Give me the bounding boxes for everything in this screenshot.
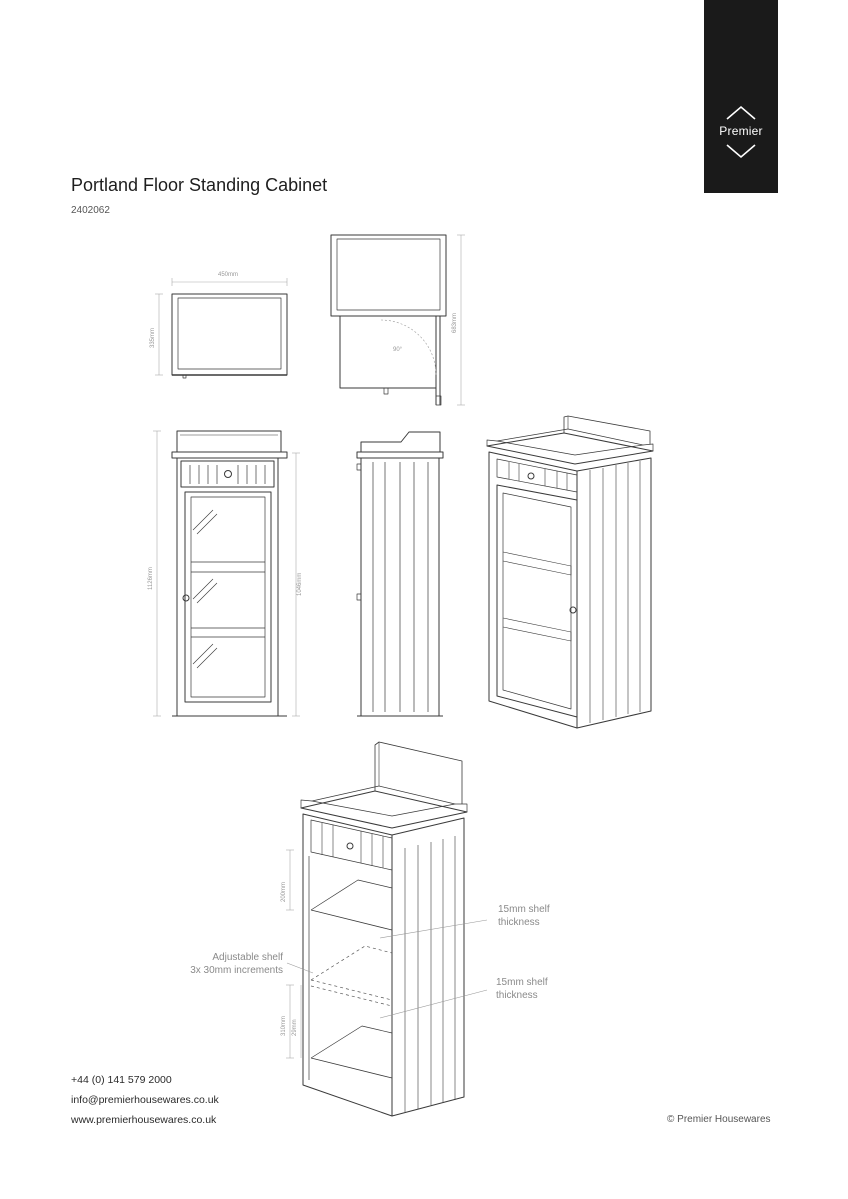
dim-shelf-gap: 310mm	[281, 1015, 287, 1036]
front-elevation	[153, 430, 300, 717]
note-adjustable-shelf: Adjustable shelf 3x 30mm increments	[190, 952, 283, 976]
copyright: © Premier Housewares	[667, 1114, 771, 1125]
dim-top-gap: 200mm	[281, 881, 287, 902]
contact-phone: +44 (0) 141 579 2000	[71, 1074, 172, 1086]
brand-logo-block: Premier	[704, 0, 778, 193]
side-elevation	[356, 431, 444, 717]
plan-view-closed	[155, 278, 288, 379]
note-shelf-thickness-bottom: 15mm shelf thickness	[496, 977, 548, 1001]
dim-height-body: 1046mm	[297, 572, 303, 596]
dim-increment-gap: 29mm	[292, 1019, 298, 1036]
dim-width: 450mm	[218, 272, 239, 278]
contact-email[interactable]: info@premierhousewares.co.uk	[71, 1094, 219, 1106]
brand-name: Premier	[719, 124, 763, 138]
dim-door-angle: 90°	[393, 347, 403, 353]
isometric-open	[286, 741, 488, 1117]
premier-logo-icon	[726, 105, 756, 159]
product-code: 2402062	[71, 205, 110, 216]
dim-depth: 335mm	[150, 327, 156, 348]
plan-view-open	[330, 234, 465, 406]
page-title: Portland Floor Standing Cabinet	[71, 175, 328, 195]
note-shelf-thickness-top: 15mm shelf thickness	[498, 904, 550, 928]
contact-website[interactable]: www.premierhousewares.co.uk	[71, 1114, 217, 1126]
dim-height-total: 1126mm	[148, 567, 154, 590]
isometric-closed	[486, 415, 654, 729]
dim-open-depth: 683mm	[452, 312, 458, 333]
